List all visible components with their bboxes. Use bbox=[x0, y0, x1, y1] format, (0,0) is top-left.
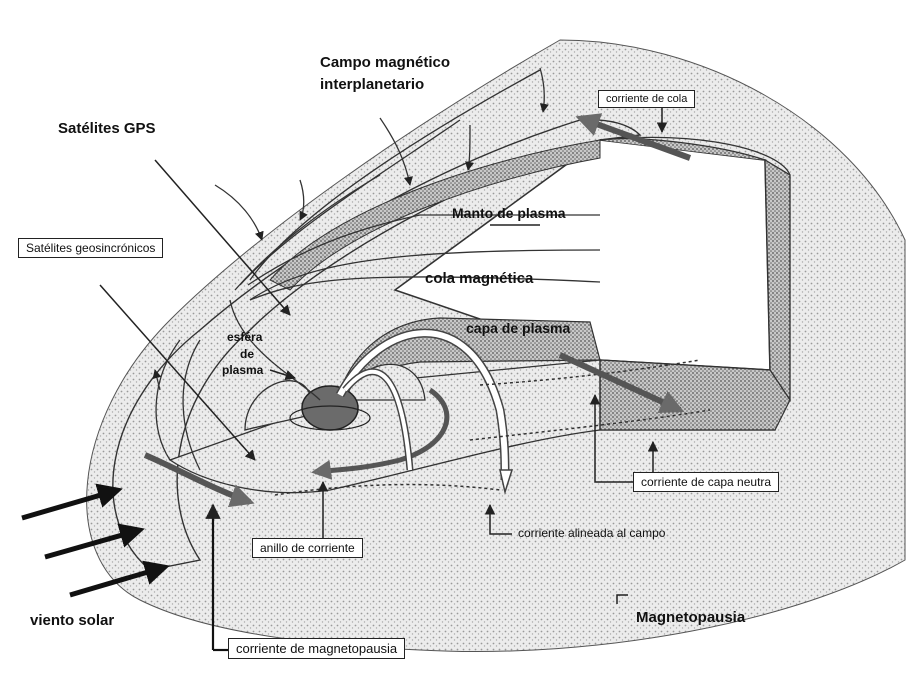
label-manto-de-plasma: Manto de plasma bbox=[452, 205, 566, 221]
label-corriente-alineada: corriente alineada al campo bbox=[518, 526, 665, 540]
label-magnetopausia: Magnetopausia bbox=[636, 609, 745, 626]
neutral-sheet-dark bbox=[600, 360, 790, 430]
label-anillo-de-corriente: anillo de corriente bbox=[252, 538, 363, 558]
label-corriente-magnetopausia: corriente de magnetopausia bbox=[228, 638, 405, 659]
label-esfera-3: plasma bbox=[222, 363, 263, 377]
label-corriente-capa-neutra: corriente de capa neutra bbox=[633, 472, 779, 492]
label-campo-magnetico: Campo magnético bbox=[320, 54, 450, 71]
label-satelites-geosincronicos: Satélites geosincrónicos bbox=[18, 238, 163, 258]
label-viento-solar: viento solar bbox=[30, 612, 114, 629]
label-satelites-gps: Satélites GPS bbox=[58, 120, 156, 137]
label-esfera-1: esféra bbox=[227, 330, 262, 344]
label-esfera-2: de bbox=[240, 347, 254, 361]
label-corriente-de-cola: corriente de cola bbox=[598, 90, 695, 108]
label-cola-magnetica: cola magnética bbox=[425, 270, 533, 287]
label-interplanetario: interplanetario bbox=[320, 76, 424, 93]
label-capa-de-plasma: capa de plasma bbox=[466, 320, 570, 336]
